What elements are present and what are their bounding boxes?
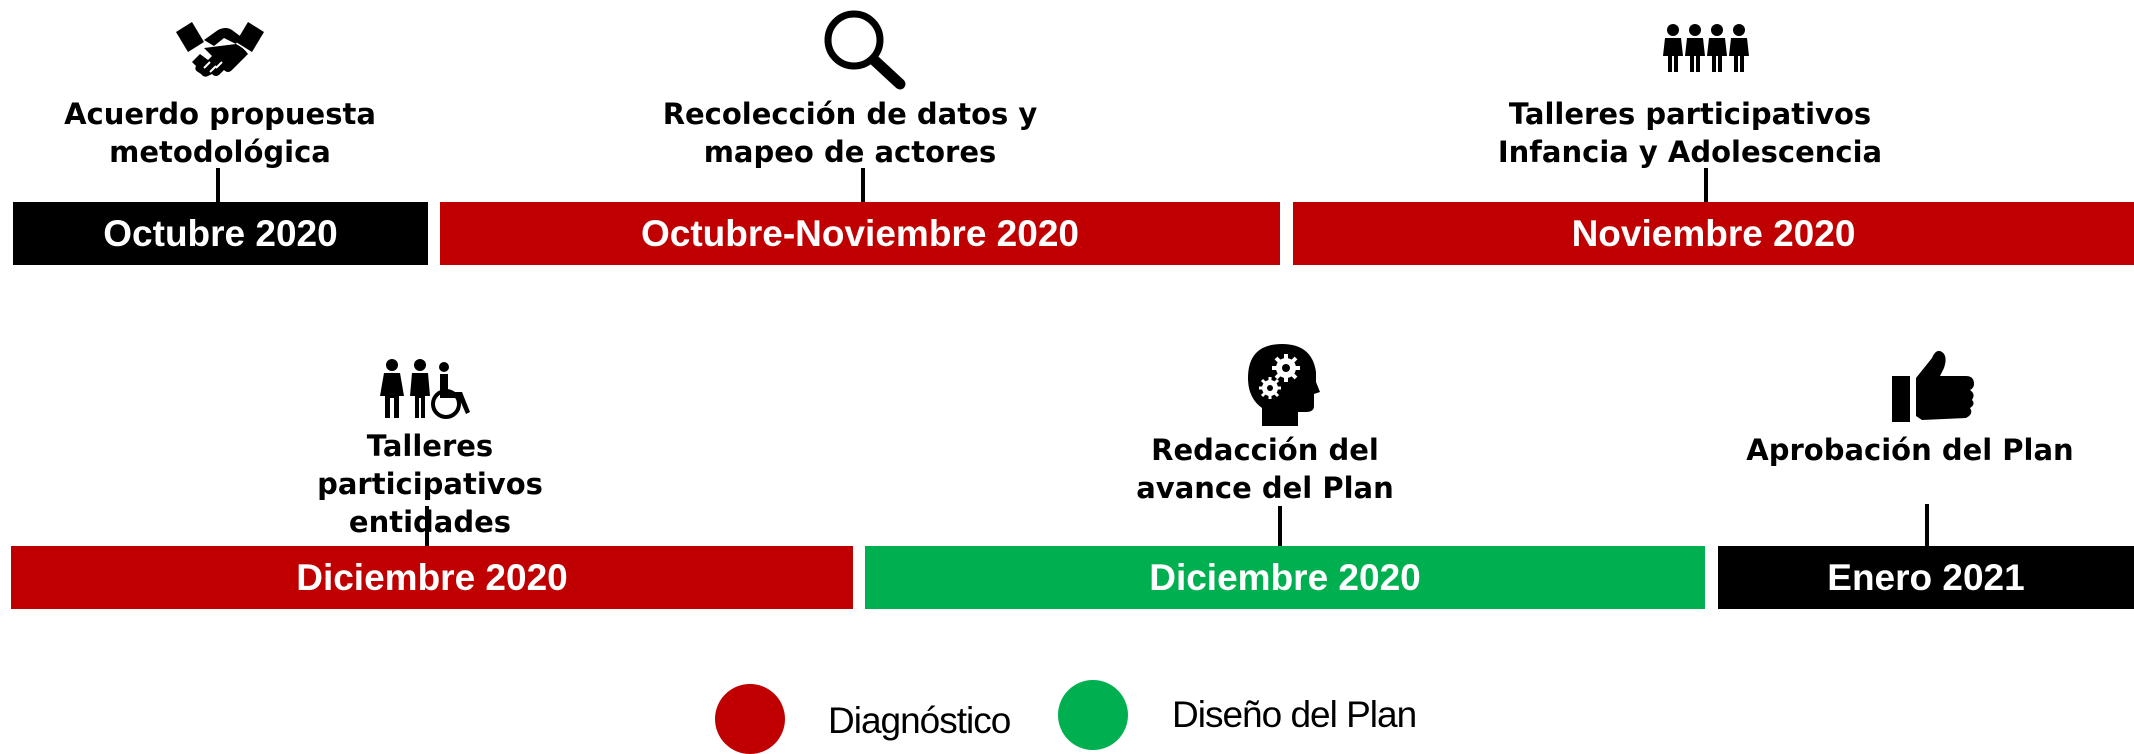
people-wheelchair-icon [380,359,470,419]
timeline-bar: Diciembre 2020 [11,546,853,609]
timeline-bar: Octubre 2020 [13,202,428,265]
timeline-bar: Octubre-Noviembre 2020 [440,202,1280,265]
magnifier-icon [824,10,906,90]
milestone-caption: Aprobación del Plan [1746,433,2074,467]
timeline-bar: Diciembre 2020 [865,546,1705,609]
head-gears-icon [1248,344,1320,426]
bar-date: Noviembre 2020 [1571,212,1856,254]
legend-label-diagnostico: Diagnóstico [828,700,1011,741]
bar-date: Octubre 2020 [103,212,338,254]
connector-tick [861,168,865,202]
connector-tick [1704,168,1708,202]
legend-swatch-diseno [1058,680,1128,750]
legend-label-diseno: Diseño del Plan [1172,694,1417,735]
connector-tick [216,168,220,202]
handshake-icon [176,22,264,77]
connector-tick [1925,504,1929,546]
connector-tick [1278,506,1282,546]
timeline-bar: Enero 2021 [1718,546,2134,609]
bar-date: Diciembre 2020 [1149,556,1421,598]
children-group-icon [1663,24,1749,72]
bar-date: Diciembre 2020 [296,556,568,598]
timeline-bar: Noviembre 2020 [1293,202,2134,265]
bar-date: Enero 2021 [1827,556,2025,598]
bar-date: Octubre-Noviembre 2020 [640,212,1079,254]
legend-swatch-diagnostico [715,684,785,754]
thumbs-up-icon [1892,350,1974,422]
connector-tick [425,506,429,546]
